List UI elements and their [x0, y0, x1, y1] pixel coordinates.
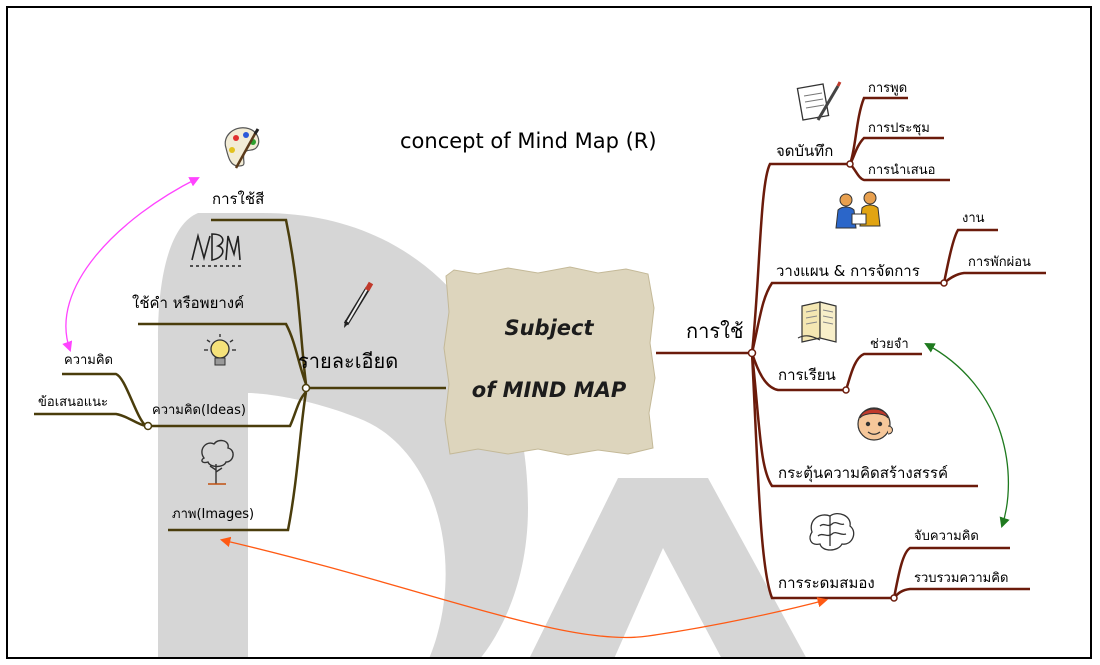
writing-words-icon [190, 232, 242, 267]
right-line-creative [750, 352, 978, 488]
left-sub-line-1 [62, 372, 147, 427]
paint-palette-icon [224, 127, 260, 169]
ideas-node [143, 421, 153, 431]
brainstorm-node [890, 594, 898, 602]
left-line-colors [211, 218, 308, 385]
center-box [443, 266, 656, 456]
right-item-study: การเรียน [778, 366, 836, 384]
right-branch-label: การใช้ [686, 319, 743, 343]
left-item-ideas: ความคิด(Ideas) [152, 403, 246, 418]
thinking-face-icon [857, 407, 893, 441]
center-subject: Subject of MIND MAP [443, 266, 656, 456]
right-sub-rest: การพักผ่อน [968, 255, 1031, 270]
brain-icon [809, 512, 855, 551]
right-hub-node [747, 348, 757, 358]
pencil-icon [343, 281, 374, 328]
pink-connector-arrow [62, 177, 200, 352]
mind-map-canvas: Subject of MIND MAP concept of Mind Map … [34, 81, 1046, 657]
right-line-study [750, 352, 846, 392]
left-item-words: ใช้คำ หรือพยางค์ [132, 294, 244, 312]
orange-connector-arrow [219, 536, 829, 639]
sub-line-rest [943, 271, 1046, 284]
right-sub-meeting: การประชุม [868, 121, 930, 136]
left-sub-suggestions: ข้อเสนอแนะ [38, 395, 108, 410]
left-line-ideas [148, 391, 307, 428]
study-node [842, 386, 850, 394]
lightbulb-icon [204, 334, 236, 366]
right-sub-speech: การพูด [868, 81, 907, 96]
right-sub-work: งาน [962, 211, 985, 226]
sub-line-capture [892, 546, 1010, 599]
sub-line-collect [893, 587, 1030, 599]
left-hub-node [301, 383, 311, 393]
mind-map-frame: Subject of MIND MAP concept of Mind Map … [6, 6, 1092, 659]
right-line-planning [750, 281, 943, 354]
right-sub-presentation: การนำเสนอ [868, 163, 935, 178]
center-line-2: of MIND MAP [472, 378, 627, 402]
left-line-words [138, 322, 308, 385]
right-item-brainstorm: การระดมสมอง [778, 574, 875, 592]
left-sub-ideas: ความคิด [64, 353, 113, 368]
planning-node [940, 279, 948, 287]
left-item-colors: การใช้สี [212, 190, 264, 208]
green-connector-arrow [924, 343, 1010, 528]
notes-node [846, 160, 854, 168]
open-book-icon [797, 301, 837, 343]
people-planning-icon [835, 191, 881, 229]
left-sub-line-2 [34, 412, 147, 428]
left-item-images: ภาพ(Images) [172, 507, 254, 522]
right-line-notes [750, 162, 848, 354]
watermark-a-shape [529, 478, 806, 657]
right-sub-memory: ช่วยจำ [870, 337, 909, 352]
diagram-title: concept of Mind Map (R) [400, 129, 657, 153]
sub-line-meeting [848, 136, 944, 165]
right-item-planning: วางแผน & การจัดการ [776, 262, 920, 280]
sub-line-memory [844, 352, 922, 391]
notepad-pencil-icon [796, 81, 842, 121]
right-sub-capture: จับความคิด [914, 529, 979, 544]
left-branch-label: รายละเอียด [298, 349, 398, 373]
right-item-notes: จดบันทึก [776, 142, 833, 160]
left-line-images [168, 391, 308, 532]
right-item-creative: กระตุ้นความคิดสร้างสรรค์ [778, 464, 948, 483]
sub-line-work [942, 228, 998, 284]
center-line-1: Subject [504, 316, 594, 340]
right-sub-collect: รวบรวมความคิด [914, 571, 1008, 586]
left-branch-lines [34, 218, 446, 532]
tree-drawing-icon [201, 439, 234, 485]
